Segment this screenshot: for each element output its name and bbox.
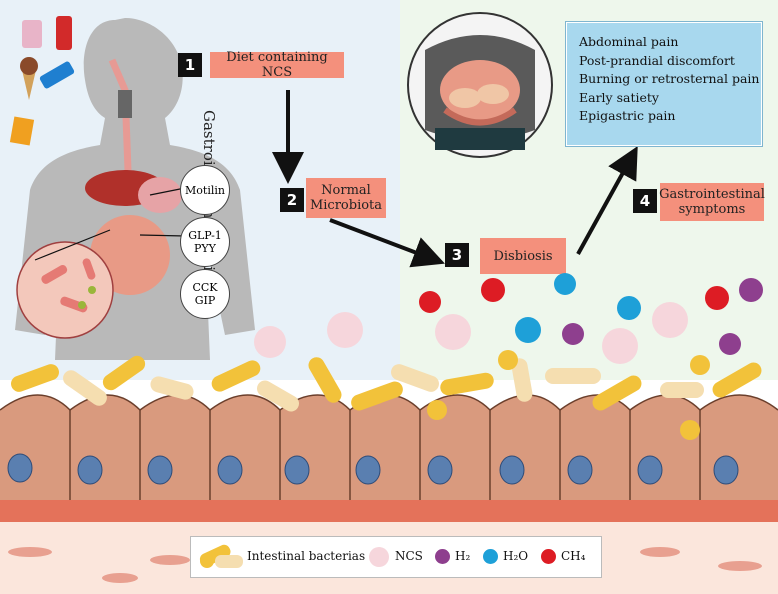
soda-can-icon	[56, 16, 72, 50]
h2o-molecule	[515, 317, 541, 343]
ncs-molecule	[602, 328, 638, 364]
legend-ncs-icon	[369, 547, 389, 567]
epithelial-cells	[0, 394, 778, 500]
step-1-number: 1	[178, 53, 202, 77]
legend-ch4-label: CH₄	[561, 549, 586, 563]
ice-cream-scoop-icon	[20, 57, 38, 75]
step-1-label: Diet containing NCS	[210, 50, 344, 80]
zoom-pointer	[34, 229, 111, 261]
h2o-molecule	[554, 273, 576, 295]
step-3-label: Disbiosis	[480, 238, 566, 274]
ice-cream-icon	[22, 70, 36, 100]
symptom-item: Early satiety	[579, 89, 659, 105]
ch4-molecule	[705, 286, 729, 310]
h2o-molecule	[617, 296, 641, 320]
symptom-item: Epigastric pain	[579, 108, 676, 123]
ch4-molecule	[419, 291, 441, 313]
submucosa-cells	[8, 547, 762, 583]
zoom-bacterium	[82, 258, 96, 280]
symptom-item: Burning or retrosternal pain	[579, 71, 760, 86]
ncs-molecule	[254, 326, 286, 358]
h2-molecule	[739, 278, 763, 302]
step-4-number: 4	[633, 189, 657, 213]
h2-molecule	[719, 333, 741, 355]
intestinal-epithelium	[0, 273, 778, 594]
legend-h2-label: H₂	[455, 549, 471, 563]
legend: Intestinal bacterias NCS H₂ H₂O CH₄	[190, 536, 602, 578]
cell-borders	[69, 410, 701, 500]
motilin-pointer	[149, 187, 186, 196]
symptom-item: Abdominal pain	[579, 34, 679, 49]
abdominal-pain-illustration	[407, 12, 553, 158]
legend-bacteria-label: Intestinal bacterias	[247, 549, 366, 563]
ncs-molecule	[435, 314, 471, 350]
trachea	[118, 90, 132, 118]
symptoms-box: Abdominal pain Post-prandial discomfort …	[566, 22, 762, 146]
glp-pointer	[139, 234, 186, 237]
hormone-motilin: Motilin	[180, 165, 230, 215]
ncs-molecule	[327, 312, 363, 348]
bottle-icon	[39, 61, 75, 89]
bacteria-layer	[11, 350, 762, 440]
legend-bacteria-icon	[199, 544, 243, 568]
h2-molecule	[562, 323, 584, 345]
step-2-number: 2	[280, 188, 304, 212]
zoom-bacterium	[41, 265, 68, 284]
zoom-coccus	[88, 286, 96, 294]
ncs-molecule	[652, 302, 688, 338]
zoom-coccus	[78, 301, 86, 309]
legend-h2o-label: H₂O	[503, 549, 529, 563]
ch4-molecule	[481, 278, 505, 302]
stomach	[138, 177, 182, 213]
symptom-item: Post-prandial discomfort	[579, 52, 735, 68]
legend-h2-icon	[435, 549, 450, 564]
legend-h2o-icon	[483, 549, 498, 564]
basement-membrane	[0, 500, 778, 522]
step-3-number: 3	[445, 243, 469, 267]
yogurt-icon	[22, 20, 42, 48]
candy-icon	[9, 116, 35, 146]
legend-ch4-icon	[541, 549, 556, 564]
legend-ncs-label: NCS	[395, 549, 423, 563]
cell-nuclei	[7, 453, 739, 485]
